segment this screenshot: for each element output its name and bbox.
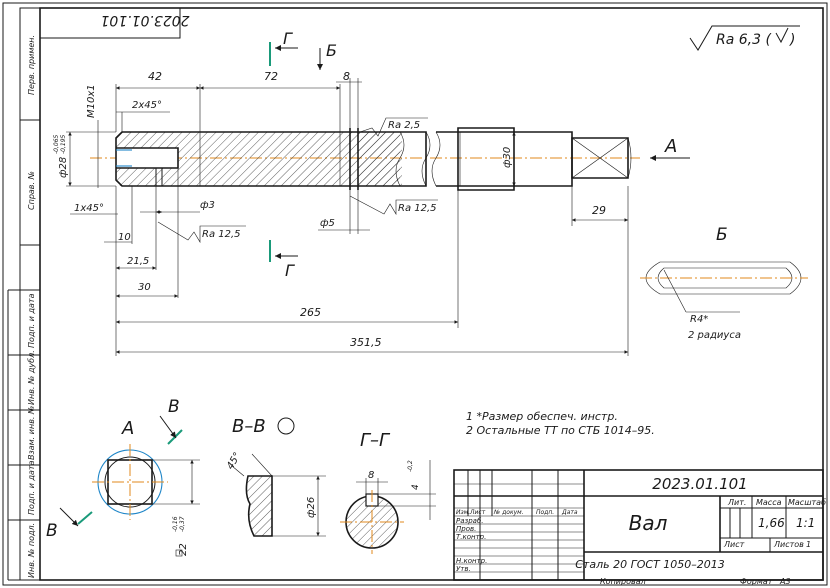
svg-text:Листов: Листов	[773, 540, 804, 549]
svg-text:1: 1	[806, 540, 811, 549]
mass-value: 1,66	[758, 516, 785, 530]
svg-text:ф3: ф3	[200, 200, 215, 211]
title-block: Изм. Лист № докум. Подп. Дата Разраб. Пр…	[453, 469, 826, 586]
svg-text:42: 42	[148, 70, 162, 83]
svg-text:Пров.: Пров.	[456, 525, 476, 533]
top-stamp: 2023.01.101	[39, 7, 190, 39]
side-label-sprav: Справ. №	[27, 171, 36, 210]
side-label-perv: Перв. примен.	[27, 35, 36, 95]
side-strip: Перв. примен. Справ. № Подп. и дата Инв.…	[7, 7, 41, 581]
svg-text:351,5: 351,5	[350, 336, 382, 349]
svg-text:А: А	[664, 136, 677, 157]
svg-text:72: 72	[264, 70, 278, 83]
side-label-vzam: Взам. инв. №	[27, 406, 36, 460]
side-label-podp1: Подп. и дата	[27, 293, 36, 348]
svg-text:-0,195: -0,195	[60, 134, 67, 154]
svg-text:В–В: В–В	[232, 416, 266, 437]
svg-text:Подп.: Подп.	[536, 509, 554, 516]
view-a: А В В 22 -0,16 -0,37	[46, 397, 200, 557]
section-mark-b: Б	[317, 41, 337, 70]
dimensions: 42 72 8 2x45° M10x1 ф28 -0,065 -0,195 1x…	[53, 70, 629, 356]
section-mark-g-top: Г	[269, 29, 298, 66]
svg-text:Масса: Масса	[756, 498, 782, 507]
svg-text:Б: Б	[326, 41, 337, 60]
side-label-podp2: Подп. и дата	[27, 460, 36, 515]
svg-text:4: 4	[411, 484, 421, 490]
svg-text:22: 22	[178, 543, 189, 556]
svg-text:Дата: Дата	[561, 509, 578, 516]
svg-text:Г: Г	[285, 261, 295, 280]
svg-text:M10x1: M10x1	[86, 84, 97, 118]
svg-text:45°: 45°	[225, 451, 243, 472]
svg-text:Н.контр.: Н.контр.	[456, 557, 487, 565]
svg-text:Изм.: Изм.	[456, 509, 470, 516]
svg-text:Б: Б	[716, 225, 728, 245]
svg-text:Масштаб: Масштаб	[788, 498, 826, 507]
roughness-callouts: Ra 2,5 Ra 12,5 Ra 12,5	[157, 117, 438, 244]
svg-text:Ra 12,5: Ra 12,5	[398, 203, 437, 214]
svg-text:1 *Размер обеспеч. инстр.: 1 *Размер обеспеч. инстр.	[466, 410, 618, 423]
section-vv: В–В 45° ф26	[225, 416, 326, 537]
svg-text:А: А	[121, 418, 134, 439]
part-name: Вал	[629, 511, 668, 535]
svg-text:В: В	[46, 521, 58, 541]
shaft-main-view	[90, 127, 640, 191]
svg-text:Утв.: Утв.	[456, 565, 471, 573]
svg-text:Г: Г	[283, 29, 293, 48]
svg-text:Лит.: Лит.	[727, 498, 746, 507]
svg-text:Лист: Лист	[469, 509, 486, 516]
svg-text:10: 10	[118, 232, 131, 243]
svg-text:ф30: ф30	[502, 147, 513, 168]
material: Сталь 20 ГОСТ 1050–2013	[575, 558, 725, 571]
view-arrow-a: А	[650, 136, 690, 161]
svg-text:Ra 6,3 (: Ra 6,3 (	[716, 32, 771, 48]
section-mark-g-bottom: Г	[269, 240, 298, 280]
svg-text:21,5: 21,5	[127, 256, 149, 267]
svg-text:A3: A3	[779, 577, 791, 586]
svg-text:-0,065: -0,065	[53, 134, 60, 154]
view-b: Б R4* 2 радиуса	[640, 225, 808, 341]
svg-text:В: В	[168, 397, 180, 417]
svg-text:1x45°: 1x45°	[74, 203, 104, 214]
side-label-inv-podl: Инв. № подл.	[27, 523, 36, 578]
general-roughness: Ra 6,3 ( )	[689, 25, 800, 51]
doc-number: 2023.01.101	[652, 475, 747, 493]
svg-text:Копировал: Копировал	[600, 577, 646, 586]
svg-text:ф26: ф26	[306, 497, 317, 518]
svg-text:R4*: R4*	[690, 314, 708, 325]
svg-text:ф28: ф28	[58, 157, 69, 178]
svg-text:): )	[789, 32, 795, 48]
scale-value: 1:1	[796, 516, 815, 530]
svg-text:Лист: Лист	[723, 540, 745, 549]
svg-text:Разраб.: Разраб.	[456, 517, 484, 525]
svg-text:30: 30	[138, 282, 151, 293]
svg-text:Ra 12,5: Ra 12,5	[202, 229, 241, 240]
svg-text:Ra 2,5: Ra 2,5	[388, 120, 420, 131]
svg-text:ф5: ф5	[320, 218, 335, 229]
svg-text:-0,37: -0,37	[179, 516, 186, 532]
svg-text:2 радиуса: 2 радиуса	[688, 330, 741, 341]
svg-text:8: 8	[368, 470, 374, 481]
side-label-inv-dubl: Инв. № дубл.	[27, 350, 36, 405]
svg-text:2 Остальные ТТ по СТБ 1014–95: 2 Остальные ТТ по СТБ 1014–95.	[466, 424, 655, 437]
svg-text:-0,16: -0,16	[172, 516, 179, 532]
svg-text:2x45°: 2x45°	[132, 100, 162, 111]
svg-text:2023.01.101: 2023.01.101	[100, 12, 189, 28]
svg-text:Формат: Формат	[740, 577, 773, 586]
svg-text:Т.контр.: Т.контр.	[456, 533, 486, 541]
svg-text:Г–Г: Г–Г	[360, 430, 391, 451]
svg-text:265: 265	[300, 306, 321, 319]
svg-text:8: 8	[343, 70, 350, 83]
svg-text:29: 29	[592, 204, 606, 217]
section-gg: Г–Г 8 4 -0,2	[340, 430, 436, 554]
svg-text:-0,2: -0,2	[407, 460, 414, 472]
svg-text:№ докум.: № докум.	[493, 509, 524, 516]
technical-notes: 1 *Размер обеспеч. инстр. 2 Остальные ТТ…	[466, 410, 655, 437]
